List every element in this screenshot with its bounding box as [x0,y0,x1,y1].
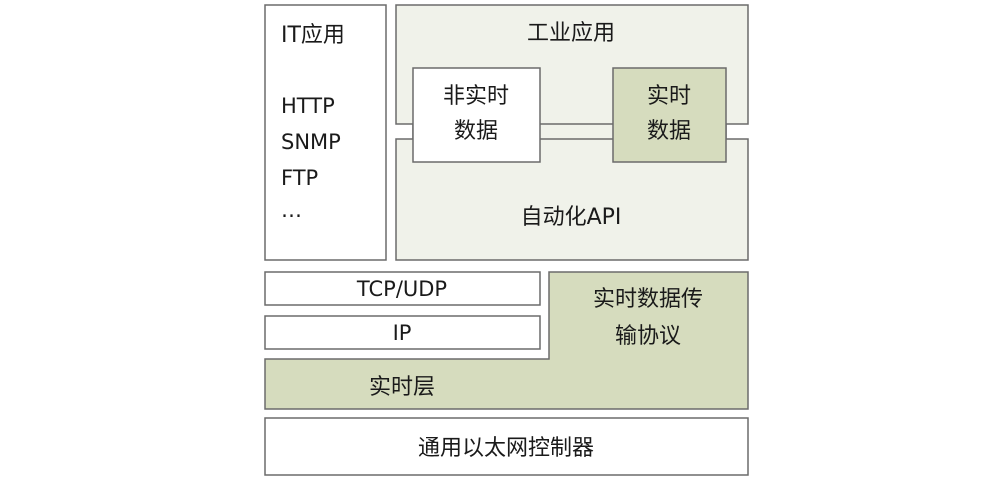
realtime-protocol-label-1: 实时数据传 [593,287,703,312]
non-realtime-data-box [412,67,541,163]
tcp-udp-box [264,271,541,306]
protocol-ftp: FTP [281,166,318,190]
ip-label: IP [393,321,412,345]
it-application-box [264,4,387,261]
realtime-data-label-2: 数据 [647,119,691,144]
protocol-http: HTTP [281,94,335,118]
ip-box [264,315,541,350]
realtime-layer-box [264,271,749,410]
automation-api-label: 自动化API [521,205,622,230]
realtime-protocol-label-2: 输协议 [615,324,681,349]
realtime-layer-label: 实时层 [369,375,435,400]
tcp-udp-label: TCP/UDP [356,277,447,301]
non-realtime-data-label-1: 非实时 [443,84,509,109]
ethernet-controller-box [264,417,749,476]
protocol-more: … [281,198,302,222]
industrial-application-title: 工业应用 [527,21,615,46]
non-realtime-data-label-2: 数据 [454,119,498,144]
it-application-title: IT应用 [281,23,345,48]
realtime-data-label-1: 实时 [647,84,691,109]
ethernet-controller-label: 通用以太网控制器 [418,436,594,461]
protocol-snmp: SNMP [281,130,341,154]
realtime-data-box [612,67,727,163]
